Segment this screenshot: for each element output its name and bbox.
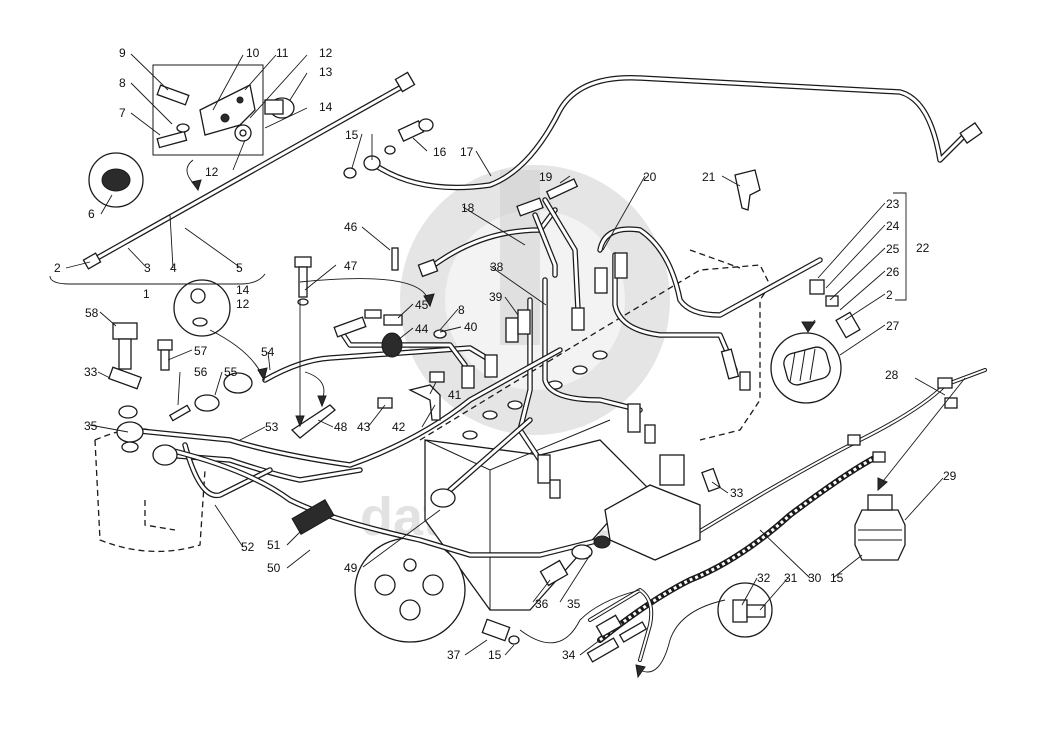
callout-50: 50 — [267, 561, 281, 575]
callout-35: 35 — [84, 419, 98, 433]
callout-5: 5 — [236, 261, 243, 275]
callout-17: 17 — [460, 145, 474, 159]
callout-31: 31 — [784, 571, 798, 585]
bolt-7 — [156, 130, 188, 149]
callout-32: 32 — [757, 571, 771, 585]
banjo-13 — [264, 97, 295, 119]
callout-26: 26 — [886, 265, 900, 279]
callout-57: 57 — [194, 344, 208, 358]
callout-46: 46 — [344, 220, 358, 234]
callout-43: 43 — [357, 420, 371, 434]
callout-34: 34 — [562, 648, 576, 662]
callout-36: 36 — [535, 597, 549, 611]
callout-39: 39 — [489, 290, 503, 304]
callout-48: 48 — [334, 420, 348, 434]
callout-19: 19 — [539, 170, 553, 184]
callout-47: 47 — [344, 259, 358, 273]
callout-16: 16 — [433, 145, 447, 159]
callout-6: 6 — [88, 207, 95, 221]
callout-55: 55 — [224, 365, 238, 379]
clamp-10-11 — [199, 84, 256, 136]
callout-12: 12 — [236, 297, 250, 311]
callout-9: 9 — [119, 46, 126, 60]
callout-15: 15 — [488, 648, 502, 662]
callout-37: 37 — [447, 648, 461, 662]
callout-54: 54 — [261, 345, 275, 359]
leader-lines — [49, 53, 966, 679]
callout-49: 49 — [344, 561, 358, 575]
callout-35: 35 — [567, 597, 581, 611]
callout-33: 33 — [730, 486, 744, 500]
callout-51: 51 — [267, 538, 281, 552]
callout-38: 38 — [490, 260, 504, 274]
callout-14: 14 — [236, 283, 250, 297]
callout-23: 23 — [886, 197, 900, 211]
sensor-29 — [854, 494, 906, 561]
callout-13: 13 — [319, 65, 333, 79]
callout-18: 18 — [461, 201, 475, 215]
callout-12: 12 — [319, 46, 333, 60]
callout-45: 45 — [415, 298, 429, 312]
callout-28: 28 — [885, 368, 899, 382]
banjo-bolt-16 — [397, 118, 434, 142]
callout-7: 7 — [119, 106, 126, 120]
callout-8: 8 — [119, 76, 126, 90]
sub-assembly-box — [152, 64, 264, 156]
callout-labels: 9 10 11 12 13 8 14 7 12 6 2 3 4 5 1 15 1… — [54, 46, 957, 662]
callout-40: 40 — [464, 320, 478, 334]
callout-21: 21 — [702, 170, 716, 184]
callout-56: 56 — [194, 365, 208, 379]
callout-58: 58 — [85, 306, 99, 320]
callout-15: 15 — [345, 128, 359, 142]
cylinder-head-studs — [462, 350, 608, 440]
detail-circle-14-12 — [173, 279, 231, 337]
callout-29: 29 — [943, 469, 957, 483]
engine-outline — [94, 249, 771, 643]
callout-53: 53 — [265, 420, 279, 434]
callout-41: 41 — [448, 388, 462, 402]
callout-2: 2 — [886, 288, 893, 302]
callout-33: 33 — [84, 365, 98, 379]
callout-25: 25 — [886, 242, 900, 256]
callout-11: 11 — [276, 46, 289, 60]
fitting-2 — [82, 252, 102, 270]
callout-30: 30 — [808, 571, 822, 585]
callout-42: 42 — [392, 420, 406, 434]
callout-24: 24 — [886, 219, 900, 233]
component-parts — [82, 64, 983, 663]
fitting-end-top — [394, 71, 416, 93]
callout-15: 15 — [830, 571, 844, 585]
callout-20: 20 — [643, 170, 657, 184]
bolt-9 — [156, 84, 190, 106]
nut-12 — [234, 124, 252, 142]
callout-12: 12 — [205, 165, 219, 179]
callout-14: 14 — [319, 100, 333, 114]
washer-8 — [176, 123, 190, 133]
callout-4: 4 — [170, 261, 177, 275]
callout-2: 2 — [54, 261, 61, 275]
callout-52: 52 — [241, 540, 255, 554]
fuel-pipes — [87, 75, 968, 558]
callout-8: 8 — [458, 303, 465, 317]
callout-3: 3 — [144, 261, 151, 275]
callout-1: 1 — [143, 287, 150, 301]
callout-27: 27 — [886, 319, 900, 333]
callout-44: 44 — [415, 322, 429, 336]
callout-10: 10 — [246, 46, 260, 60]
callout-22: 22 — [916, 241, 930, 255]
